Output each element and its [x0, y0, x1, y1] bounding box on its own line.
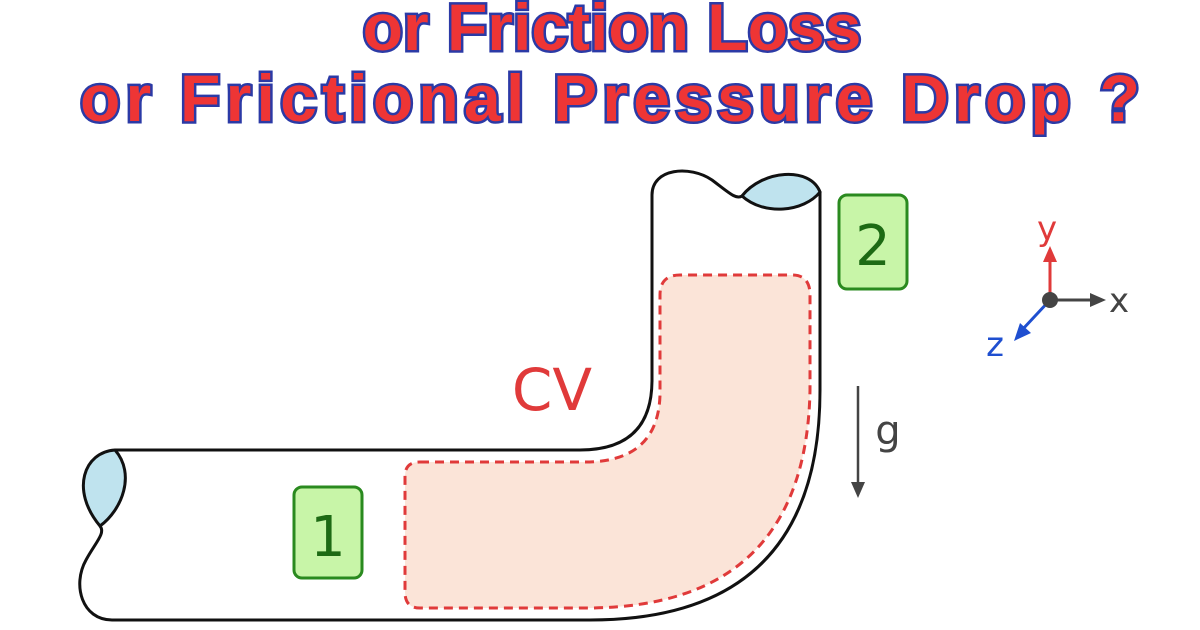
title-line-2: or Frictional Pressure Drop ?	[80, 61, 1140, 135]
gravity-arrow	[851, 386, 865, 498]
z-axis-label: z	[986, 325, 1004, 365]
section-1-marker: 1	[292, 485, 364, 580]
section-2-label: 2	[855, 214, 891, 279]
coordinate-axes: y x z	[986, 209, 1129, 365]
y-axis-label: y	[1037, 209, 1057, 249]
control-volume	[403, 273, 812, 610]
pipe-inlet-opening	[81, 448, 127, 529]
pipe-outlet-opening	[739, 172, 822, 211]
section-2-marker: 2	[837, 193, 909, 291]
x-axis-label: x	[1109, 281, 1129, 321]
section-1-label: 1	[310, 505, 346, 570]
title-line-1: or Friction Loss	[363, 0, 862, 64]
gravity-label: g	[875, 408, 900, 454]
cv-label: CV	[512, 356, 592, 424]
